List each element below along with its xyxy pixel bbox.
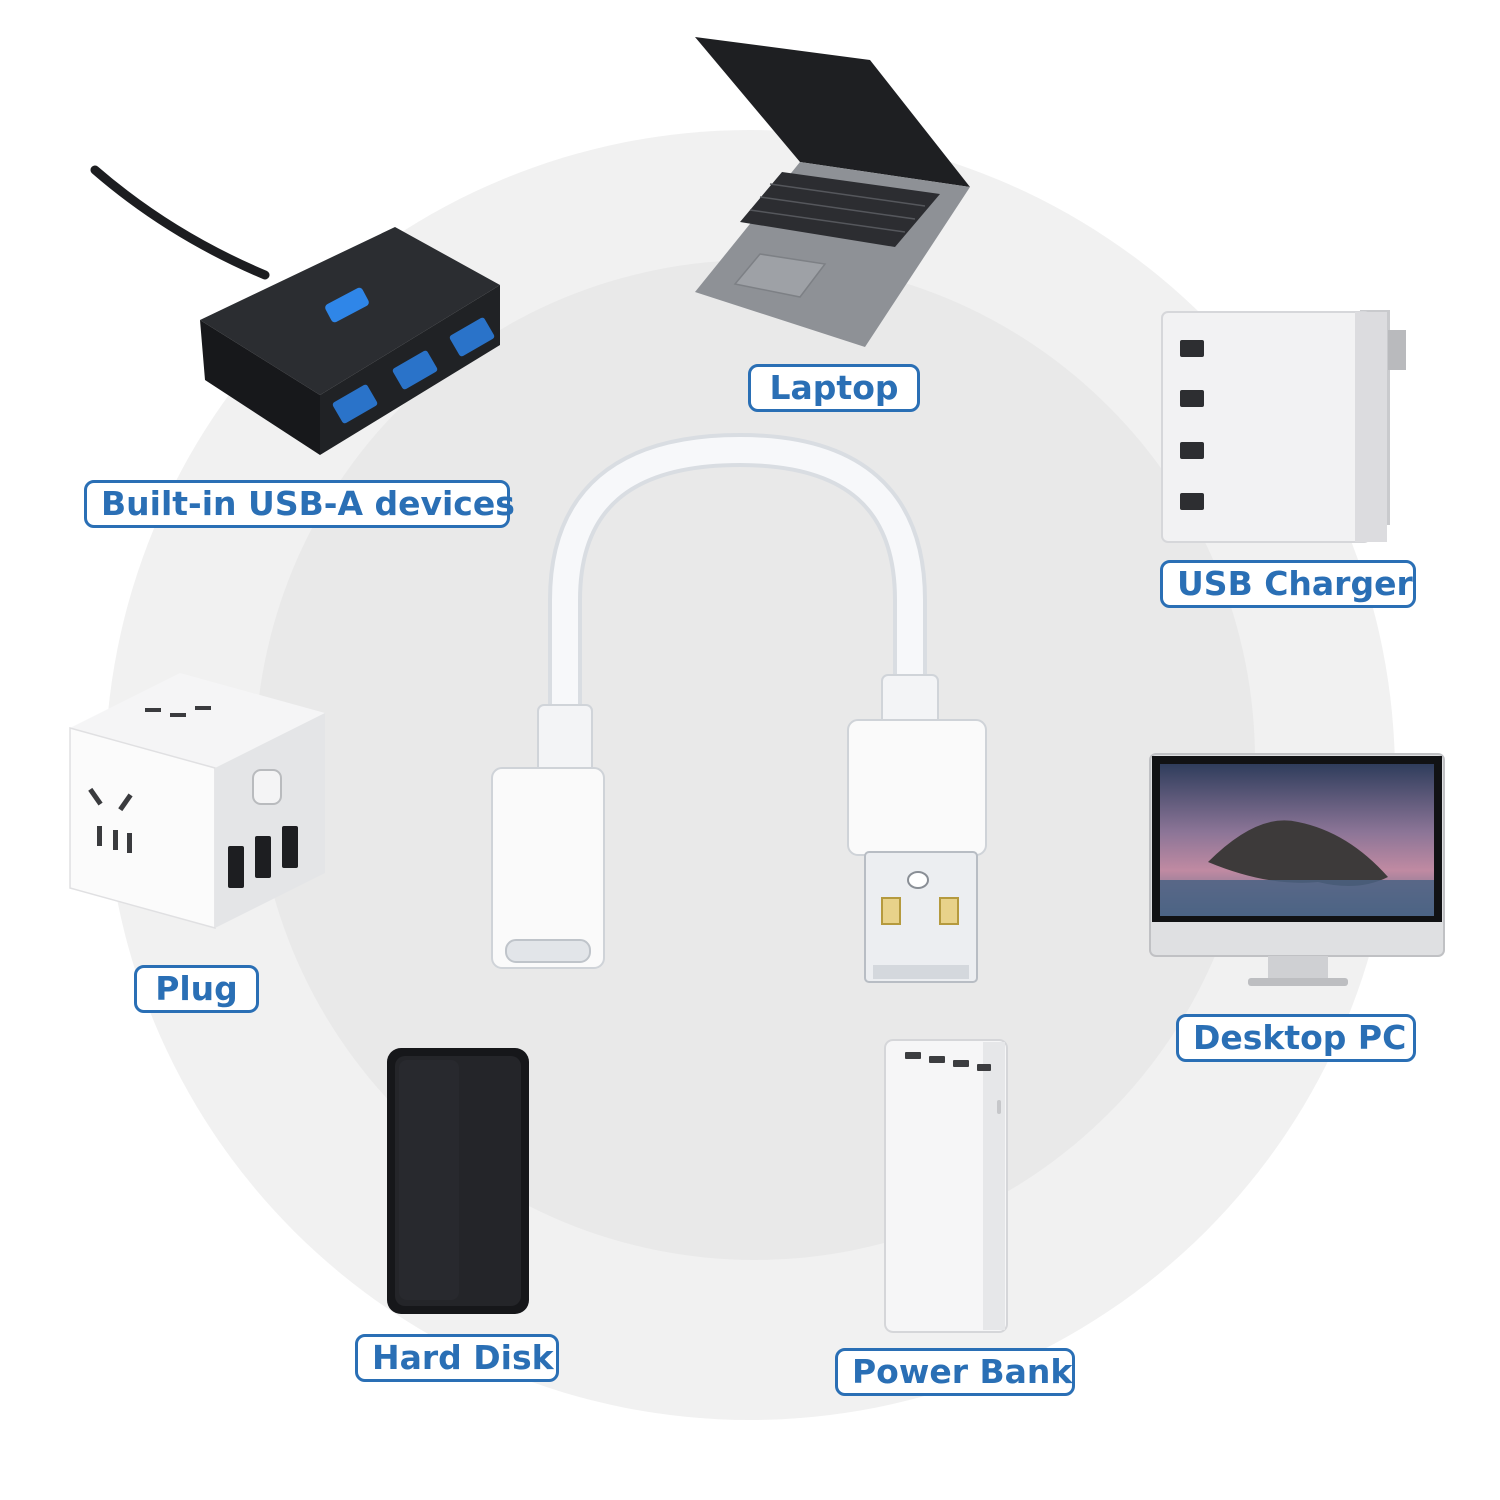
usb-charger-icon [1160, 310, 1420, 550]
power-bank-icon [883, 1038, 1011, 1336]
usb-cable-icon [470, 420, 1010, 1000]
plug-label: Plug [134, 965, 259, 1013]
hard-disk-label: Hard Disk [355, 1334, 559, 1382]
desktop-pc-icon [1148, 752, 1448, 992]
laptop-label: Laptop [748, 364, 920, 412]
laptop-icon [690, 32, 980, 352]
plug-cube-icon [65, 668, 335, 938]
usb-charger-label: USB Charger [1160, 560, 1416, 608]
usb-hub-icon [90, 165, 510, 465]
desktop-pc-label: Desktop PC [1176, 1014, 1416, 1062]
power-bank-label: Power Bank [835, 1348, 1075, 1396]
usb-hub-label: Built-in USB-A devices [84, 480, 515, 528]
hard-disk-icon [385, 1046, 533, 1318]
